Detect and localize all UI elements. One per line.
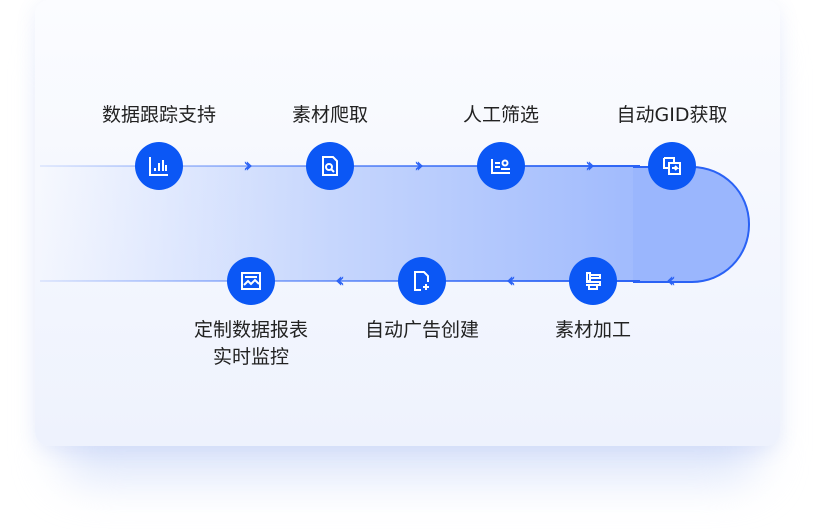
bottom-flow-line [40,280,640,282]
step-label: 素材加工 [554,319,632,341]
file-add-icon [398,257,446,305]
step-label: 定制数据报表 [193,319,309,341]
flow-turn [633,166,750,283]
chevron-left-icon: ‹‹ [666,267,676,292]
chevron-left-icon: ‹‹ [506,267,516,292]
step-label: 数据跟踪支持 [101,104,217,126]
document-search-icon [306,142,354,190]
step-label: 人工筛选 [462,104,540,126]
copy-arrow-icon [648,142,696,190]
bar-chart-icon [135,142,183,190]
anvil-icon [569,257,617,305]
chevron-right-icon: ›› [414,152,424,177]
chevron-right-icon: ›› [585,152,595,177]
dashboard-chart-icon [227,257,275,305]
step-label-line2: 实时监控 [212,346,290,368]
step-label: 自动GID获取 [616,104,728,126]
user-card-icon [477,142,525,190]
chevron-right-icon: ›› [243,152,253,177]
step-label: 素材爬取 [291,104,369,126]
chevron-left-icon: ‹‹ [335,267,345,292]
step-label: 自动广告创建 [364,319,480,341]
